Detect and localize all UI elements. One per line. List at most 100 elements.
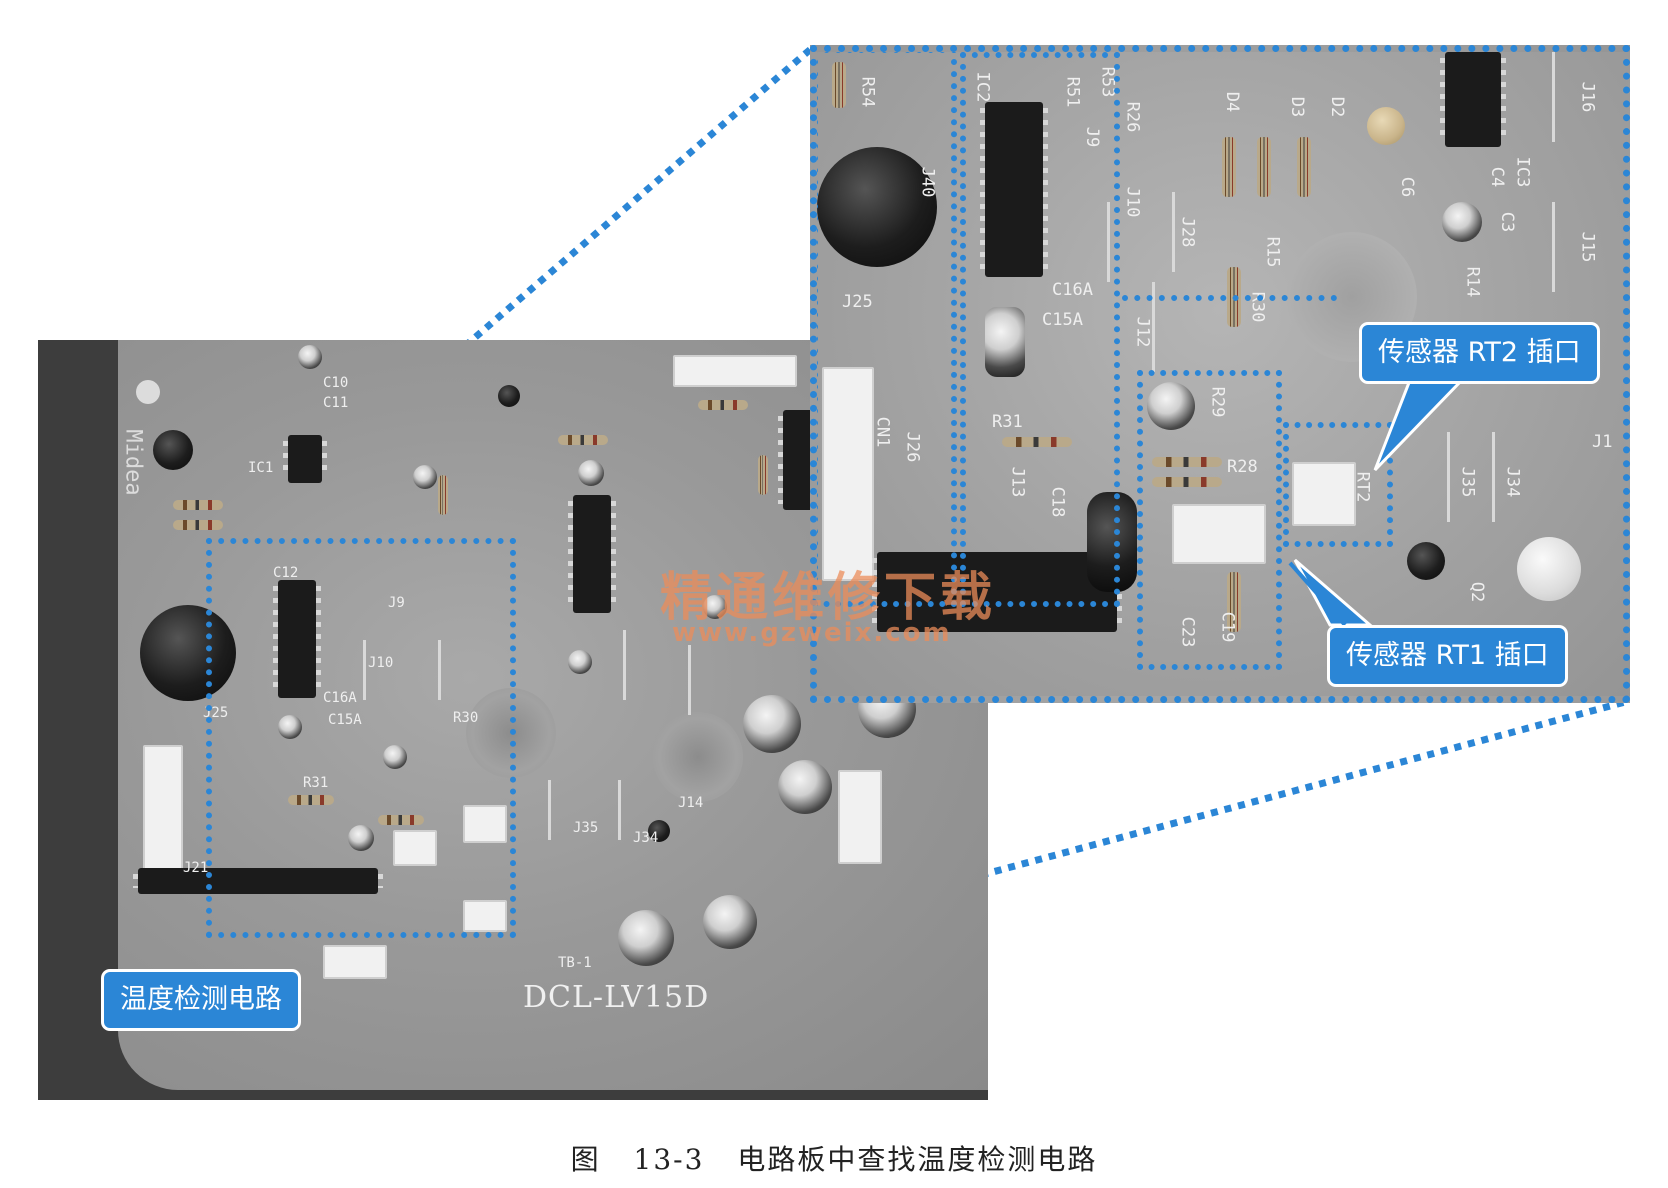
resistor: [558, 435, 608, 445]
pin-header: [872, 552, 1122, 632]
jumper-wire: [1552, 52, 1555, 142]
silk-label: R30: [453, 710, 479, 726]
jumper-wire: [363, 640, 366, 700]
ic-chip: [568, 495, 616, 613]
ic-chip: [273, 580, 321, 698]
callout-rt2-socket: 传感器 RT2 插口: [1362, 325, 1597, 381]
transistor: [648, 820, 670, 842]
connector-cn1: [822, 367, 874, 581]
jumper-wire: [1447, 432, 1450, 522]
resistor: [173, 520, 223, 530]
silk-label: TB-1: [558, 955, 592, 971]
watermark-site-name: 精通维修下载: [660, 567, 997, 628]
silk-label: C16A: [323, 690, 357, 706]
silk-label: C10: [323, 375, 349, 391]
ic-chip: [283, 435, 327, 483]
rt1-pointer: [1293, 558, 1375, 627]
jumper-wire: [623, 630, 626, 700]
sensor-socket-rt2: [1292, 462, 1356, 526]
capacitor: [743, 695, 801, 753]
silk-label: J9: [388, 595, 405, 611]
transistor: [498, 385, 520, 407]
silk-label: C15A: [1042, 310, 1083, 330]
capacitor: [1442, 202, 1482, 242]
resistor: [1152, 477, 1222, 487]
silk-label: C16A: [1052, 280, 1093, 300]
capacitor: [298, 345, 322, 369]
resistor: [288, 795, 334, 805]
board-hole: [653, 712, 743, 802]
temp-circuit-region: [206, 538, 516, 938]
connector: [673, 355, 797, 387]
resistor: [1257, 137, 1271, 197]
capacitor: [383, 745, 407, 769]
connector: [838, 770, 882, 864]
callout-temp-circuit: 温度检测电路: [104, 972, 298, 1028]
resistor: [173, 500, 223, 510]
silk-label: J1: [1592, 432, 1613, 452]
rt2-pointer: [1373, 378, 1466, 472]
capacitor: [278, 715, 302, 739]
jumper-wire: [1172, 192, 1175, 272]
capacitor: [1367, 107, 1405, 145]
sensor-socket: [463, 900, 507, 932]
resistor: [1297, 137, 1311, 197]
capacitor: [1517, 537, 1581, 601]
resistor: [378, 815, 424, 825]
connector: [143, 745, 183, 879]
silk-label: J10: [368, 655, 394, 671]
capacitor: [568, 650, 592, 674]
jumper-wire: [1552, 202, 1555, 292]
jumper-wire: [618, 780, 621, 840]
resistor: [1222, 137, 1236, 197]
ic-chip: [980, 102, 1048, 277]
capacitor: [778, 760, 832, 814]
silk-label: C15A: [328, 712, 362, 728]
capacitor: [1147, 382, 1195, 430]
pin-header: [133, 868, 383, 894]
capacitor: [703, 895, 757, 949]
figure-caption: 图 13-3 电路板中查找温度检测电路: [570, 1143, 1098, 1176]
jumper-wire: [438, 640, 441, 700]
silk-label: C12: [273, 565, 299, 581]
jumper-wire: [1492, 432, 1495, 522]
capacitor: [703, 595, 727, 619]
capacitor: [1087, 492, 1137, 592]
pcb-surface: Midea: [118, 340, 988, 1090]
sensor-socket-rt1: [1172, 504, 1266, 564]
jumper-wire: [688, 645, 691, 715]
buzzer: [140, 605, 236, 701]
callout-rt1-socket: 传感器 RT1 插口: [1330, 628, 1565, 684]
resistor: [1227, 572, 1241, 632]
board-hole: [136, 380, 160, 404]
watermark-url: www.gzweix.com: [672, 618, 952, 648]
resistor: [758, 455, 768, 495]
resistor: [1002, 437, 1072, 447]
ic-chip: [1440, 52, 1506, 147]
resistor: [832, 62, 846, 108]
silk-label: C11: [323, 395, 349, 411]
inset-region-ic: [960, 52, 1120, 607]
resistor: [1152, 457, 1222, 467]
inset-region-left: [817, 52, 957, 607]
jumper-wire: [1107, 202, 1110, 282]
silk-label: IC1: [248, 460, 274, 476]
main-board-photo: Midea: [38, 340, 988, 1100]
resistor: [438, 475, 448, 515]
silk-label: R31: [992, 412, 1023, 432]
silk-label: J21: [183, 860, 209, 876]
capacitor: [618, 910, 674, 966]
capacitor: [985, 307, 1025, 377]
capacitor: [578, 460, 604, 486]
capacitor: [1407, 542, 1445, 580]
silk-label: J34: [633, 830, 659, 846]
silk-label: R31: [303, 775, 329, 791]
capacitor: [413, 465, 437, 489]
silk-label: J14: [678, 795, 704, 811]
silk-label: R28: [1227, 457, 1258, 477]
capacitor: [348, 825, 374, 851]
rt1-pointer-line: [1288, 561, 1347, 627]
silk-label: J35: [573, 820, 599, 836]
inset-region-rt1: [1137, 370, 1282, 670]
sensor-socket: [393, 830, 437, 866]
